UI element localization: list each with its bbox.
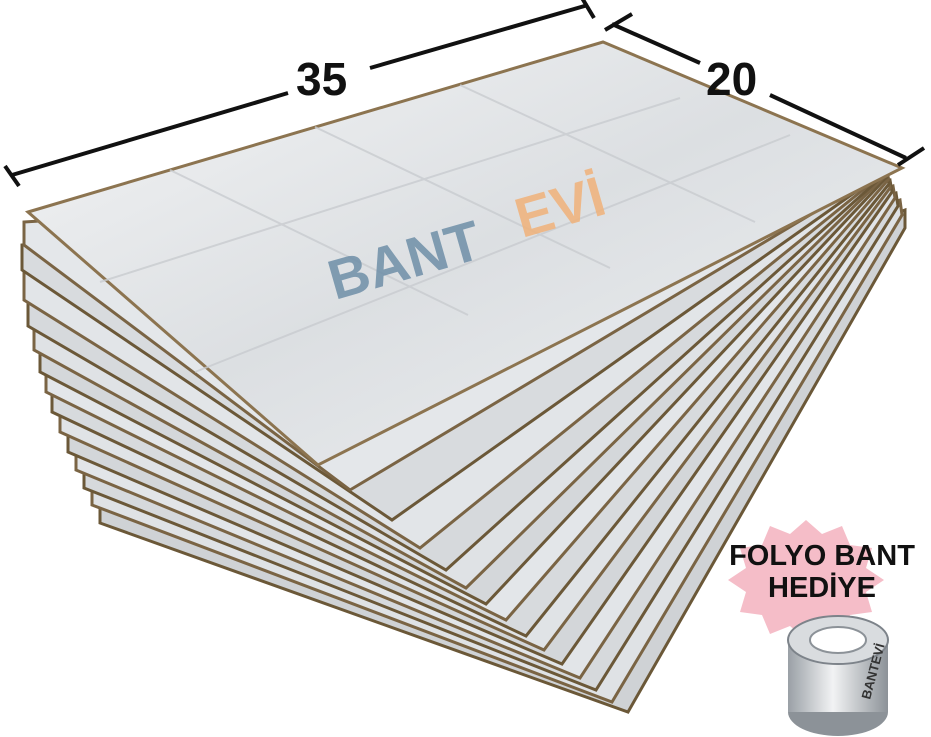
dimension-line-length: [3, 0, 596, 188]
top-sheet: BANT EVİ: [24, 40, 906, 467]
promo-badge: [728, 520, 884, 640]
dimension-length-label: 35: [296, 53, 348, 105]
dimension-width-label: 20: [706, 53, 758, 105]
promo-text-line2: HEDİYE: [768, 572, 876, 604]
promo-text-line1: FOLYO BANT: [729, 540, 915, 572]
dimension-line-width: [603, 12, 926, 167]
tape-roll-icon: BANTEVİ: [787, 615, 889, 736]
